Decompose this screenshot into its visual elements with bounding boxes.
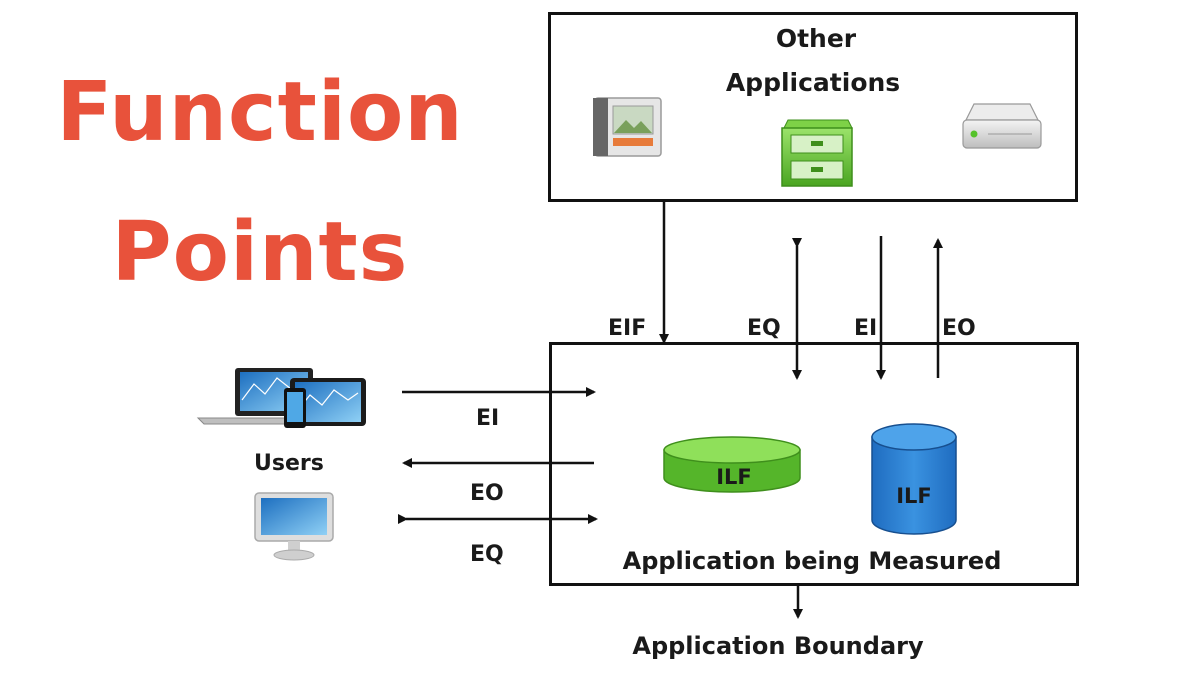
ilf-green-label: ILF [716,465,752,489]
monitor-icon [254,492,334,561]
ilf-blue-label: ILF [896,484,932,508]
other-apps-label-1: Other [775,24,857,53]
title-line-2: Points [111,205,409,300]
eq-left-label: EQ [470,542,504,567]
other-apps-label-2: Applications [725,68,901,97]
users-label: Users [254,451,324,476]
app-boundary-label: Application Boundary [632,632,924,660]
file-cabinet-icon [781,119,853,187]
eo-left-label: EO [470,481,504,506]
hard-drive-icon [962,103,1042,149]
ei-top-label: EI [854,316,878,341]
title-line-1: Function [56,65,464,160]
eq-top-label: EQ [747,316,781,341]
ei-left-label: EI [476,406,500,431]
application-measured-box [549,342,1079,586]
devices-icon [196,368,366,428]
ilf-blue-cylinder [871,423,957,535]
eo-top-label: EO [942,316,976,341]
eif-label: EIF [608,316,647,341]
app-measured-label: Application being Measured [622,547,1002,575]
contact-card-icon [593,97,662,157]
ilf-green-cylinder [663,436,801,493]
